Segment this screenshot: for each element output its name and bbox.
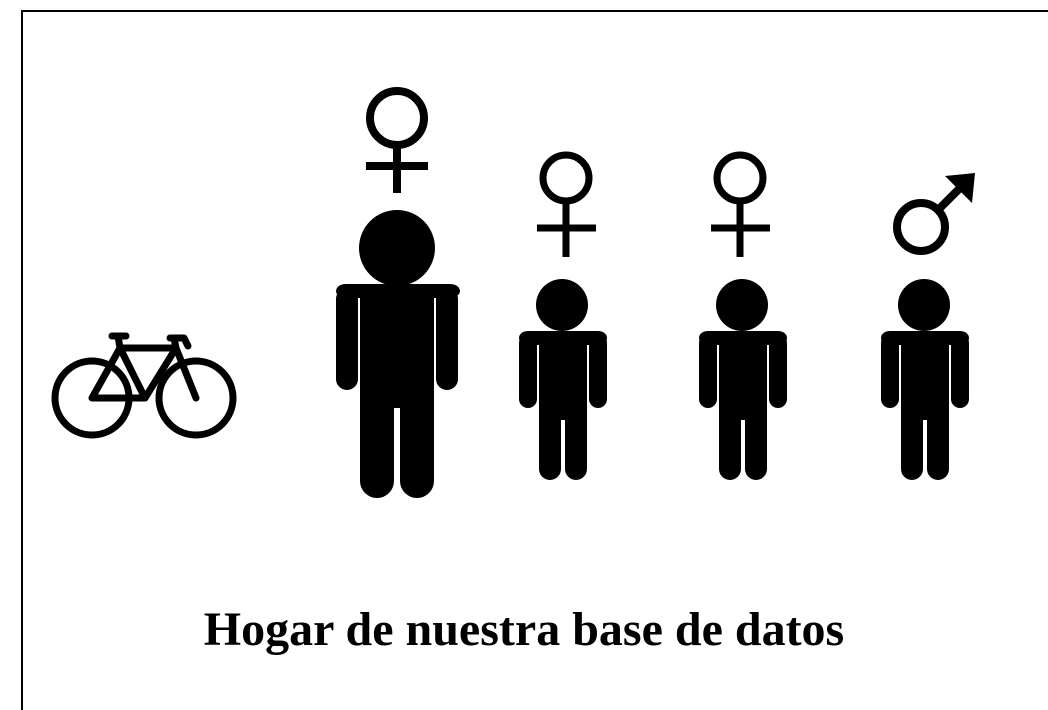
child-female-figure-1	[519, 151, 607, 480]
household-diagram	[51, 87, 975, 498]
bicycle-icon	[51, 332, 237, 439]
adult-female-figure	[336, 87, 460, 498]
female-symbol-icon	[711, 151, 770, 257]
figure-frame	[21, 10, 1048, 710]
female-symbol-icon	[366, 87, 428, 193]
person-adult-icon	[336, 210, 460, 498]
person-child-icon	[519, 279, 607, 480]
child-female-figure-2	[699, 151, 787, 480]
male-symbol-icon	[893, 173, 975, 255]
person-child-icon	[699, 279, 787, 480]
person-child-icon	[881, 279, 969, 480]
female-symbol-icon	[537, 151, 596, 257]
child-male-figure	[881, 173, 975, 480]
caption: Hogar de nuestra base de datos	[203, 603, 845, 656]
